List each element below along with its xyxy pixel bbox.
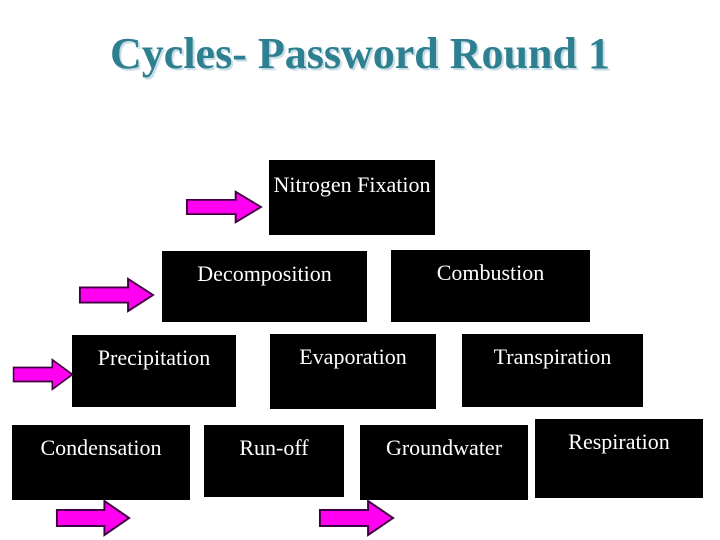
right-arrow-icon xyxy=(185,190,263,224)
right-arrow-icon xyxy=(78,277,155,313)
word-box-groundwater: Groundwater xyxy=(360,425,528,500)
word-box-precipitation: Precipitation xyxy=(72,335,236,407)
word-box-run-off: Run-off xyxy=(204,425,344,497)
word-box-evaporation: Evaporation xyxy=(270,334,436,409)
word-box-transpiration: Transpiration xyxy=(462,334,643,407)
slide-title: Cycles- Password Round 1 xyxy=(110,29,610,78)
word-box-decomposition: Decomposition xyxy=(162,251,367,322)
word-box-respiration: Respiration xyxy=(535,419,703,498)
word-box-condensation: Condensation xyxy=(12,425,190,500)
right-arrow-icon xyxy=(12,358,74,391)
right-arrow-icon xyxy=(55,499,131,537)
right-arrow-icon xyxy=(318,499,395,537)
word-box-nitrogen-fixation: Nitrogen Fixation xyxy=(269,160,435,235)
word-box-combustion: Combustion xyxy=(391,250,590,322)
